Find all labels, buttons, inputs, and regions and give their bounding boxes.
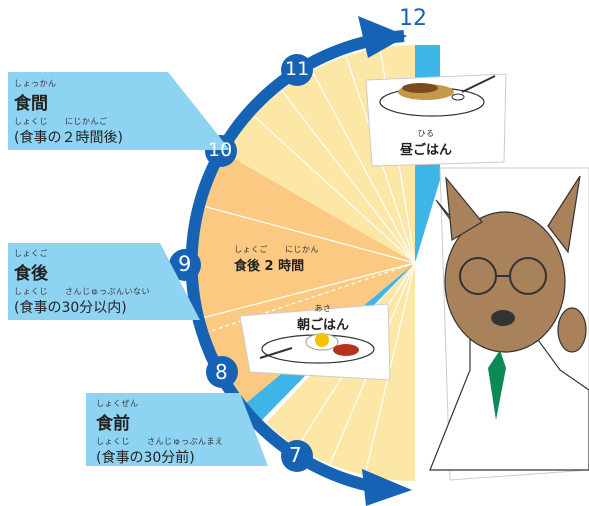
lunch-card bbox=[365, 73, 507, 167]
between-meals-detail: (食事の２時間後) bbox=[14, 130, 123, 146]
hour-8: 8 bbox=[215, 360, 228, 384]
after-meal-ruby: しょくご bbox=[14, 249, 48, 258]
hour-markers bbox=[169, 54, 313, 472]
between-meals-label: しょっかん 食間 しょくじ にじかんご (食事の２時間後) bbox=[14, 78, 123, 147]
after-meal-two-hours-ruby: しょくご にじかん bbox=[234, 245, 319, 254]
between-meals-label-shape bbox=[8, 72, 230, 150]
between-meals-ruby: しょっかん bbox=[14, 79, 57, 88]
doctor-illustration bbox=[429, 167, 589, 481]
hour-7: 7 bbox=[289, 443, 302, 467]
half-hour-dashed-line bbox=[198, 262, 416, 336]
after-meal-label-shape bbox=[8, 243, 200, 320]
after-meal-detail-ruby: しょくじ さんじゅっぷんいない bbox=[14, 287, 150, 296]
before-meal-detail-ruby: しょくじ さんじゅっぷんまえ bbox=[96, 437, 224, 446]
arrowhead-top bbox=[358, 16, 407, 58]
after-meal-two-hours-label: しょくご にじかん 食後 2 時間 bbox=[234, 244, 319, 274]
arrowhead-bottom bbox=[362, 469, 412, 506]
hour-12: 12 bbox=[399, 6, 427, 31]
breakfast-label: あさ 朝ごはん bbox=[297, 303, 349, 333]
before-meal-label-shape bbox=[86, 393, 268, 466]
before-meal-label: しょくぜん 食前 しょくじ さんじゅっぷんまえ (食事の30分前) bbox=[96, 398, 224, 467]
after-meal-title: 食後 bbox=[14, 264, 48, 284]
lunch-ruby: ひる bbox=[417, 129, 435, 138]
between-meals-title: 食間 bbox=[14, 94, 48, 114]
between-meals-detail-ruby: しょくじ にじかんご bbox=[14, 117, 108, 126]
after-meal-two-hours-text: 食後 2 時間 bbox=[234, 259, 305, 274]
before-meal-detail: (食事の30分前) bbox=[96, 450, 195, 466]
breakfast-text: 朝ごはん bbox=[297, 318, 350, 333]
after-meal-label: しょくご 食後 しょくじ さんじゅっぷんいない (食事の30分以内) bbox=[14, 248, 150, 317]
breakfast-ruby: あさ bbox=[314, 304, 332, 313]
before-meal-title: 食前 bbox=[96, 414, 130, 434]
breakfast-card bbox=[239, 303, 391, 381]
after-meal-detail: (食事の30分以内) bbox=[14, 300, 127, 316]
lunch-label: ひる 昼ごはん bbox=[400, 128, 452, 158]
hour-10: 10 bbox=[208, 139, 233, 161]
hour-11: 11 bbox=[285, 58, 310, 80]
hour-9: 9 bbox=[178, 252, 192, 276]
lunch-text: 昼ごはん bbox=[400, 143, 453, 158]
before-meal-ruby: しょくぜん bbox=[96, 399, 139, 408]
